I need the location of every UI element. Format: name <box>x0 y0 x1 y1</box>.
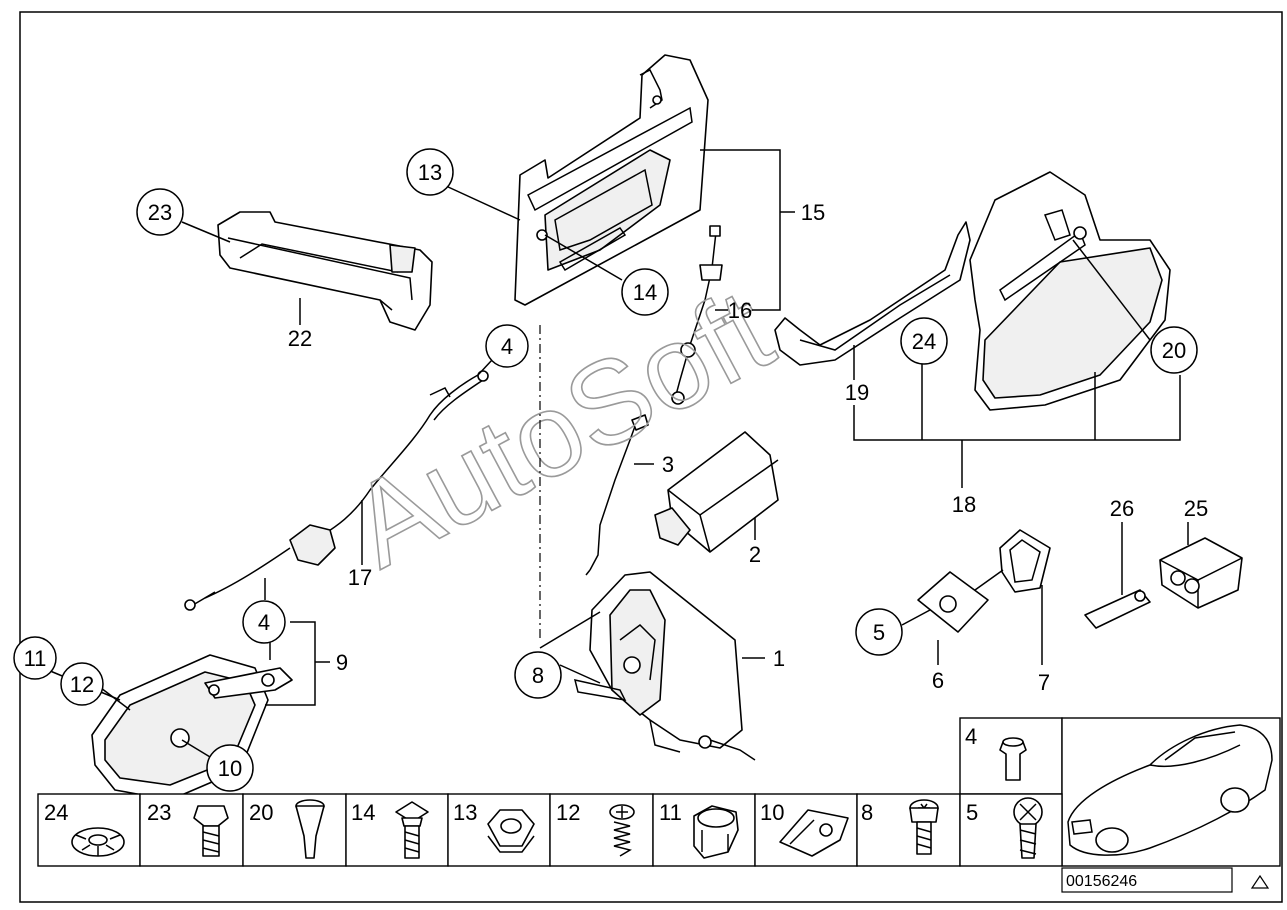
callout-4a: 4 <box>501 334 513 359</box>
contact-terminal <box>1084 589 1151 629</box>
callout-25: 25 <box>1184 496 1208 521</box>
callout-12: 12 <box>70 672 94 697</box>
callout-16: 16 <box>728 298 752 323</box>
callout-circle-20 <box>1150 326 1198 374</box>
hardware-cell-23 <box>139 793 244 867</box>
callout-10: 10 <box>218 756 242 781</box>
callout-18: 18 <box>952 492 976 517</box>
door-lock <box>573 571 756 761</box>
hardware-top-label: 4 <box>965 724 977 749</box>
callout-5: 5 <box>873 620 885 645</box>
callout-15: 15 <box>801 200 825 225</box>
callout-14: 14 <box>633 280 657 305</box>
callout-9: 9 <box>336 650 348 675</box>
inner-door-handle <box>91 654 293 801</box>
vehicle-silhouette-icon <box>1067 724 1273 856</box>
central-lock-actuator <box>654 431 779 553</box>
callout-circle-11 <box>13 636 57 680</box>
callout-17: 17 <box>348 565 372 590</box>
hardware-label-11: 11 <box>659 800 682 825</box>
actuator-rod <box>671 225 723 405</box>
callout-26: 26 <box>1110 496 1134 521</box>
hardware-label-14: 14 <box>351 800 375 825</box>
hardware-cell-14 <box>345 793 449 867</box>
callout-22: 22 <box>288 326 312 351</box>
callout-circle-4a <box>485 324 529 368</box>
torx-screw-icon <box>909 799 939 855</box>
hardware-label-12: 12 <box>556 800 580 825</box>
hex-nut-icon <box>487 809 535 853</box>
diagram-number: 00156246 <box>1066 873 1137 890</box>
striker-plate-set <box>917 529 1051 633</box>
hardware-label-23: 23 <box>147 800 171 825</box>
callout-circle-4b <box>242 600 286 644</box>
hardware-label-5: 5 <box>966 800 978 825</box>
diagram-frame <box>19 11 1283 903</box>
lock-carrier-bracket <box>514 54 709 306</box>
cross-screw-icon <box>1013 797 1043 859</box>
callout-8: 8 <box>532 663 544 688</box>
callout-circle-5 <box>855 608 903 656</box>
callout-3: 3 <box>662 452 674 477</box>
callout-4b: 4 <box>258 610 270 635</box>
push-nut-icon <box>71 827 125 857</box>
hardware-cell-12 <box>549 793 654 867</box>
hardware-label-10: 10 <box>760 800 784 825</box>
callout-2: 2 <box>749 542 761 567</box>
grommet-icon <box>693 805 739 859</box>
handle-support-bracket <box>217 211 433 331</box>
callout-7: 7 <box>1038 670 1050 695</box>
bowden-cable <box>184 370 489 611</box>
hardware-label-24: 24 <box>44 800 68 825</box>
connector-housing <box>1159 537 1243 609</box>
hardware-cell-5 <box>959 793 1063 867</box>
callout-19: 19 <box>845 380 869 405</box>
diagram-number-box <box>1061 867 1233 893</box>
plug-pin-icon <box>295 799 325 859</box>
outer-door-handle <box>774 171 1171 411</box>
callout-23: 23 <box>148 200 172 225</box>
callout-20: 20 <box>1162 338 1186 363</box>
warning-triangle-icon <box>1250 874 1270 889</box>
hardware-label-13: 13 <box>453 800 477 825</box>
callout-11: 11 <box>24 646 47 671</box>
callout-circle-13 <box>406 148 454 196</box>
flange-screw-icon <box>395 801 429 859</box>
hex-bolt-icon <box>193 805 229 857</box>
hardware-label-20: 20 <box>249 800 273 825</box>
callout-circle-14 <box>621 268 669 316</box>
callout-circle-12 <box>60 662 104 706</box>
callout-24: 24 <box>912 329 936 354</box>
pull-rod <box>585 414 649 576</box>
callout-circle-8 <box>514 651 562 699</box>
callout-6: 6 <box>932 668 944 693</box>
hardware-label-8: 8 <box>861 800 873 825</box>
callout-1: 1 <box>773 646 785 671</box>
callout-circle-23 <box>136 188 184 236</box>
callout-circle-24 <box>900 317 948 365</box>
clip-nut-icon <box>779 809 849 857</box>
spring-screw-icon <box>609 804 635 857</box>
callout-13: 13 <box>418 160 442 185</box>
rubber-buffer-icon <box>999 737 1027 781</box>
leader-lines <box>42 149 1189 761</box>
hardware-strip: 4 24 23 20 14 13 12 11 1 <box>37 717 1281 867</box>
callout-circle-10 <box>206 744 254 792</box>
callout-labels: 13 23 22 14 15 16 4 3 2 17 4 9 11 12 10 … <box>13 148 1208 792</box>
hardware-cell-20 <box>242 793 347 867</box>
